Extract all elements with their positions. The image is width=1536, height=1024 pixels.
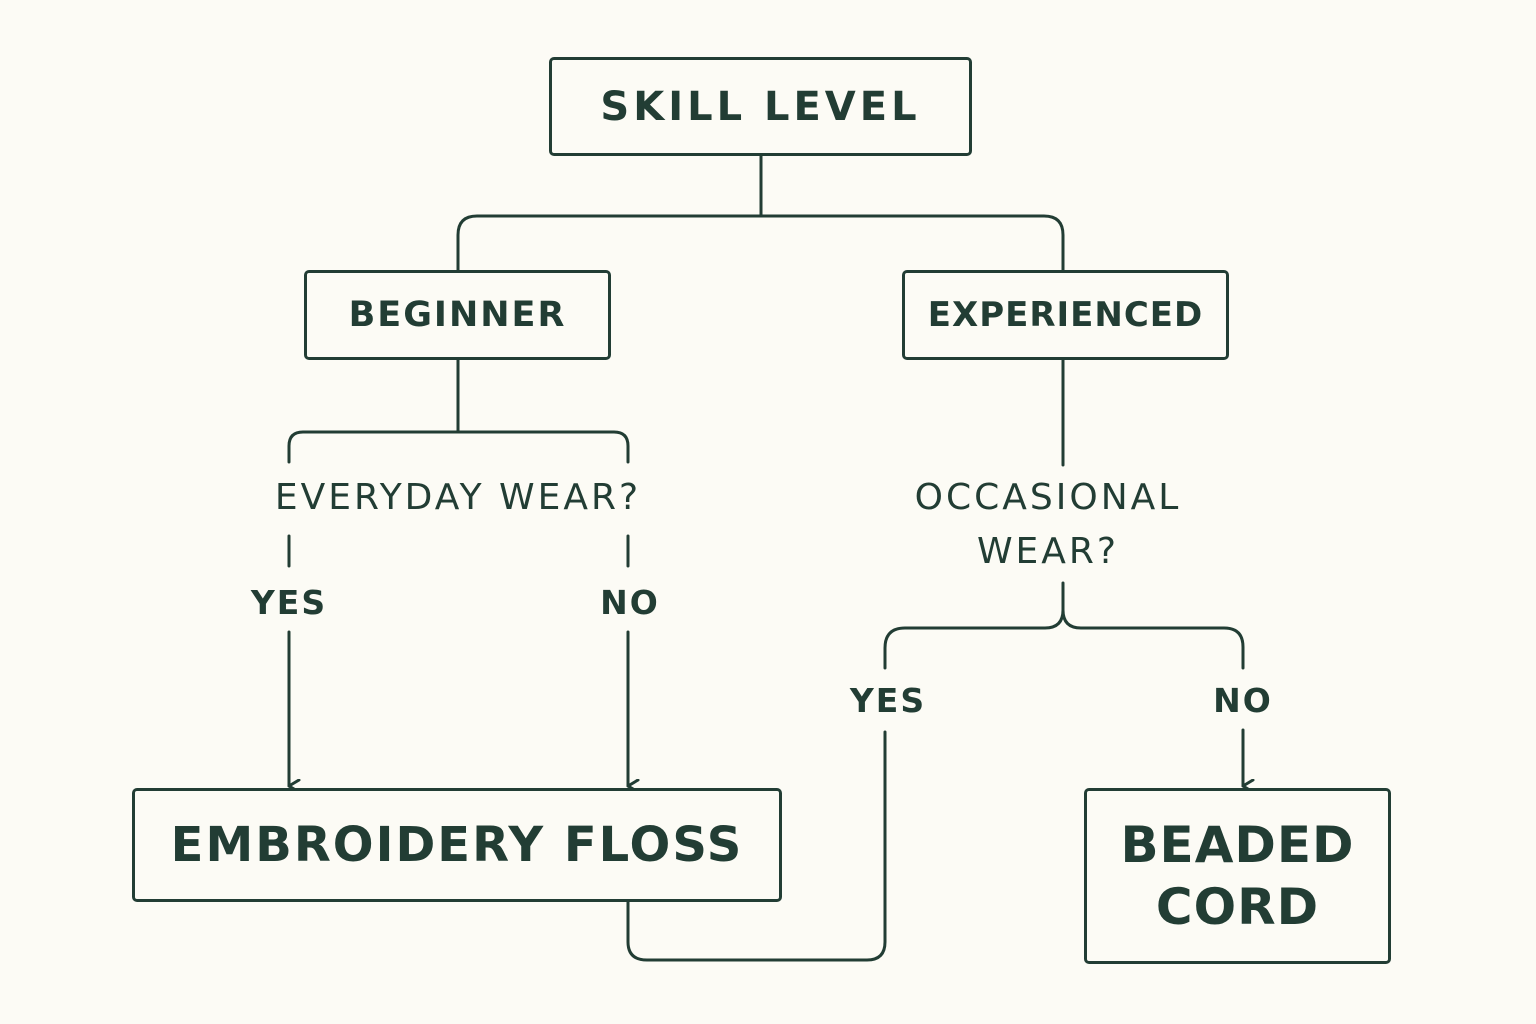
node-skill-level: SKILL LEVEL (549, 57, 972, 156)
node-experienced: EXPERIENCED (902, 270, 1229, 360)
node-experienced-label: EXPERIENCED (927, 295, 1204, 335)
node-beaded-cord-label-line2: CORD (1155, 878, 1320, 936)
question-occasional-wear-line1: OCCASIONAL (914, 477, 1182, 518)
branch-experienced-yes: YES (849, 681, 927, 720)
connector-root-split (456, 214, 1065, 272)
branch-beginner-yes: YES (250, 583, 328, 622)
connector-experienced-split (883, 581, 1245, 670)
node-beaded-cord: BEADED CORD (1084, 788, 1391, 964)
node-embroidery-floss: EMBROIDERY FLOSS (132, 788, 782, 902)
node-beaded-cord-label-line1: BEADED (1120, 816, 1355, 874)
node-embroidery-floss-label: EMBROIDERY FLOSS (170, 817, 744, 873)
node-beginner: BEGINNER (304, 270, 611, 360)
question-everyday-wear: EVERYDAY WEAR? (274, 477, 642, 518)
branch-beginner-no: NO (600, 583, 660, 622)
branch-experienced-no: NO (1213, 681, 1273, 720)
connector-beginner-split (287, 430, 630, 464)
node-beginner-label: BEGINNER (348, 295, 567, 335)
connector-experienced-yes-loop (626, 730, 887, 962)
question-occasional-wear-line2: WEAR? (976, 531, 1120, 572)
node-skill-level-label: SKILL LEVEL (600, 83, 921, 130)
